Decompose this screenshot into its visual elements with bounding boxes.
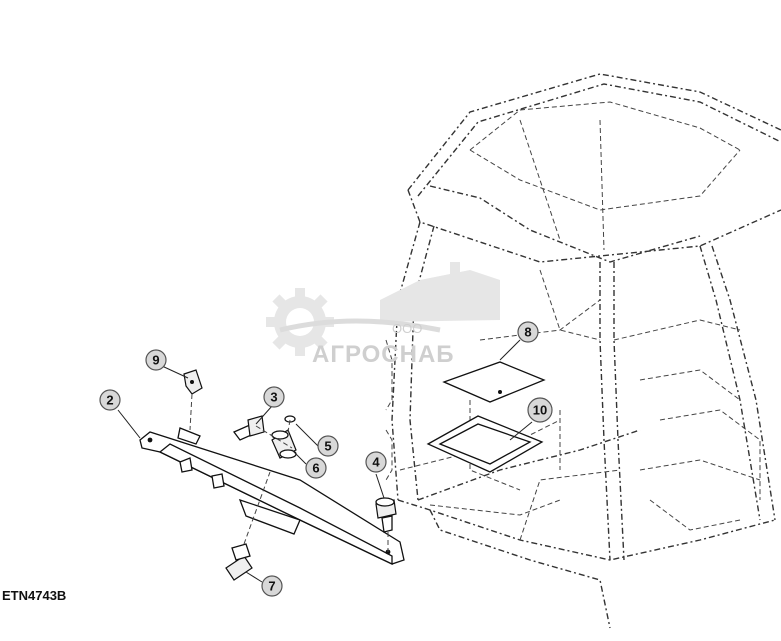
part-4-capscrew (375, 497, 397, 552)
leader-lines (117, 339, 533, 583)
callout-label: 10 (533, 403, 547, 418)
part-2-bracket (139, 427, 405, 566)
callout-label: 4 (372, 455, 380, 470)
callout-label: 7 (268, 579, 275, 594)
callout-10: 10 (527, 397, 553, 423)
part-6-bushing (271, 429, 297, 459)
callout-label: 2 (106, 393, 113, 408)
callout-label: 3 (270, 390, 277, 405)
callout-label: 6 (312, 461, 319, 476)
callout-7: 7 (261, 575, 283, 597)
watermark-prefix: ООО (392, 321, 422, 336)
part-7-fitting (225, 471, 271, 581)
callout-6: 6 (305, 457, 327, 479)
callout-2: 2 (99, 389, 121, 411)
part-3-bolt (232, 415, 265, 441)
watermark-name: АГРОСНАБ (312, 341, 455, 368)
callout-5: 5 (317, 435, 339, 457)
callout-label: 5 (324, 439, 331, 454)
callout-8: 8 (517, 321, 539, 343)
part-10-seal (426, 415, 544, 473)
cab-frame (385, 73, 781, 629)
watermark-logo: ООО АГРОСНАБ (266, 262, 500, 368)
callout-3: 3 (263, 386, 285, 408)
callout-label: 8 (524, 325, 531, 340)
callout-9: 9 (145, 349, 167, 371)
callout-4: 4 (365, 451, 387, 473)
part-9-clip (183, 369, 203, 395)
figure-id-label: ETN4743B (2, 588, 67, 603)
callout-label: 9 (152, 353, 159, 368)
part-8-plate (442, 361, 546, 403)
